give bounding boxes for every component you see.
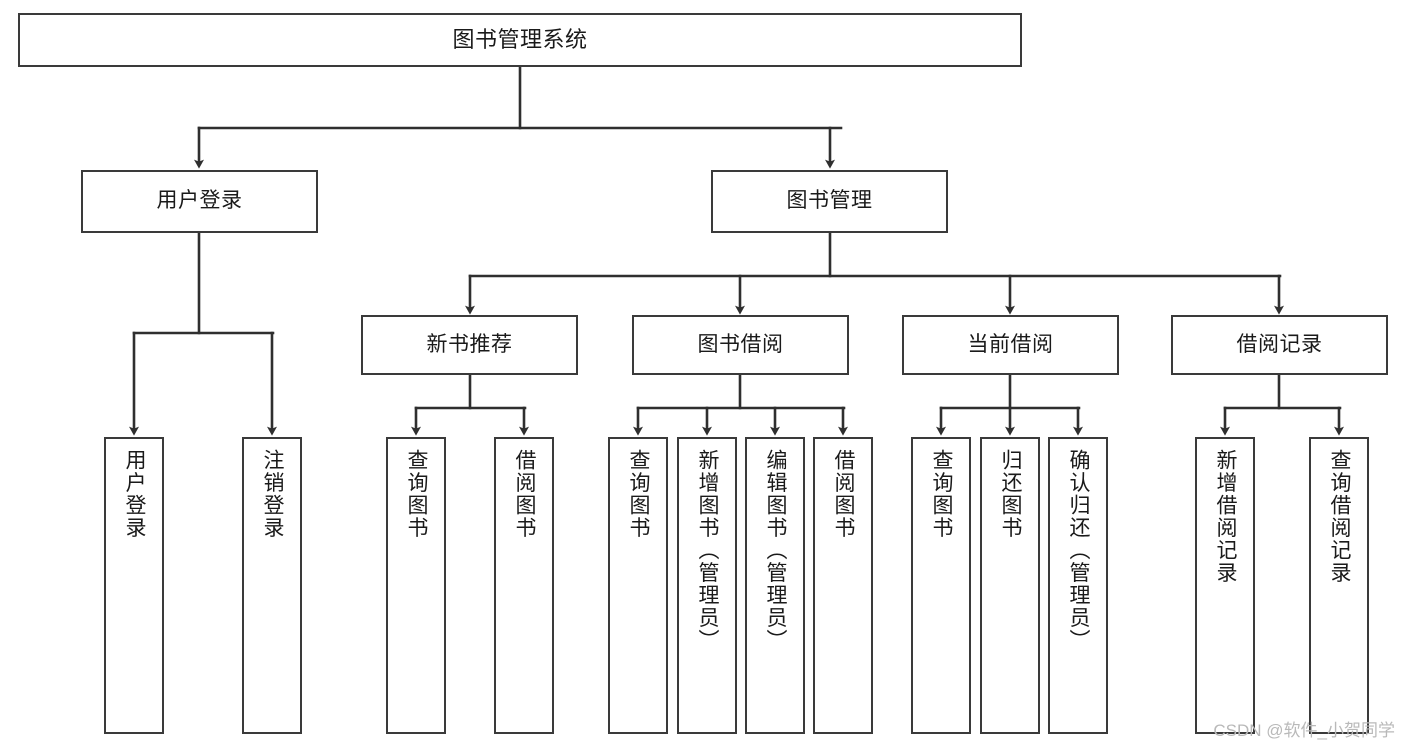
leaf-borrow-book-new-recommendation[interactable]: 借阅图书 <box>494 437 554 734</box>
leaf-query-borrowing-record[interactable]: 查询借阅记录 <box>1309 437 1369 734</box>
node-root-book-management-system[interactable]: 图书管理系统 <box>18 13 1022 67</box>
leaf-query-book-borrowing[interactable]: 查询图书 <box>608 437 668 734</box>
leaf-add-book-admin[interactable]: 新增图书（管理员） <box>677 437 737 734</box>
node-label: 借阅图书 <box>513 449 537 539</box>
node-book-management[interactable]: 图书管理 <box>711 170 948 233</box>
node-label: 确认归还（管理员） <box>1067 449 1091 652</box>
node-label: 查询图书 <box>405 449 429 539</box>
node-label: 归还图书 <box>999 449 1023 539</box>
node-new-book-recommendation[interactable]: 新书推荐 <box>361 315 578 375</box>
node-user-login[interactable]: 用户登录 <box>81 170 318 233</box>
leaf-user-login[interactable]: 用户登录 <box>104 437 164 734</box>
leaf-logout[interactable]: 注销登录 <box>242 437 302 734</box>
node-label: 新书推荐 <box>426 332 513 356</box>
node-label: 当前借阅 <box>967 332 1054 356</box>
leaf-add-borrowing-record[interactable]: 新增借阅记录 <box>1195 437 1255 734</box>
leaf-edit-book-admin[interactable]: 编辑图书（管理员） <box>745 437 805 734</box>
node-label: 编辑图书（管理员） <box>764 449 788 652</box>
node-label: 查询图书 <box>930 449 954 539</box>
node-label: 图书管理 <box>786 189 873 213</box>
node-label: 图书管理系统 <box>452 27 588 53</box>
leaf-query-book-current[interactable]: 查询图书 <box>911 437 971 734</box>
node-label: 查询借阅记录 <box>1328 449 1352 584</box>
node-current-borrowing[interactable]: 当前借阅 <box>902 315 1119 375</box>
node-label: 新增图书（管理员） <box>696 449 720 652</box>
node-label: 新增借阅记录 <box>1214 449 1238 584</box>
node-label: 查询图书 <box>627 449 651 539</box>
node-label: 借阅图书 <box>832 449 856 539</box>
node-book-borrowing[interactable]: 图书借阅 <box>632 315 849 375</box>
node-borrowing-record[interactable]: 借阅记录 <box>1171 315 1388 375</box>
csdn-watermark: CSDN @软件_小贺同学 <box>1213 721 1395 740</box>
node-label: 用户登录 <box>156 189 243 213</box>
node-label: 图书借阅 <box>697 332 784 356</box>
node-label: 借阅记录 <box>1236 332 1323 356</box>
node-label: 注销登录 <box>261 449 285 539</box>
leaf-query-book-new-recommendation[interactable]: 查询图书 <box>386 437 446 734</box>
leaf-return-book[interactable]: 归还图书 <box>980 437 1040 734</box>
leaf-confirm-return-admin[interactable]: 确认归还（管理员） <box>1048 437 1108 734</box>
leaf-borrow-book-borrowing[interactable]: 借阅图书 <box>813 437 873 734</box>
node-label: 用户登录 <box>123 449 147 539</box>
